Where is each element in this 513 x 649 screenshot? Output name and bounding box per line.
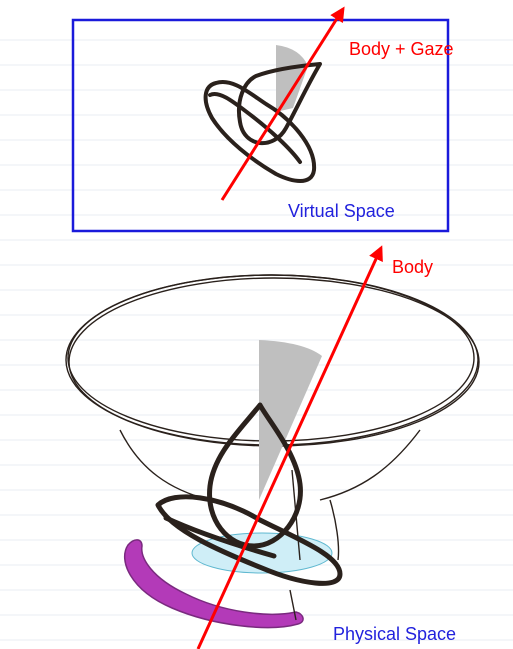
virtual-space-label: Virtual Space [288,201,395,221]
virtual-avatar-sketch [206,64,320,181]
virtual-gaze-wedge [276,45,308,112]
physical-space-label: Physical Space [333,624,456,644]
body-gaze-label: Body + Gaze [349,39,454,59]
body-label: Body [392,257,433,277]
